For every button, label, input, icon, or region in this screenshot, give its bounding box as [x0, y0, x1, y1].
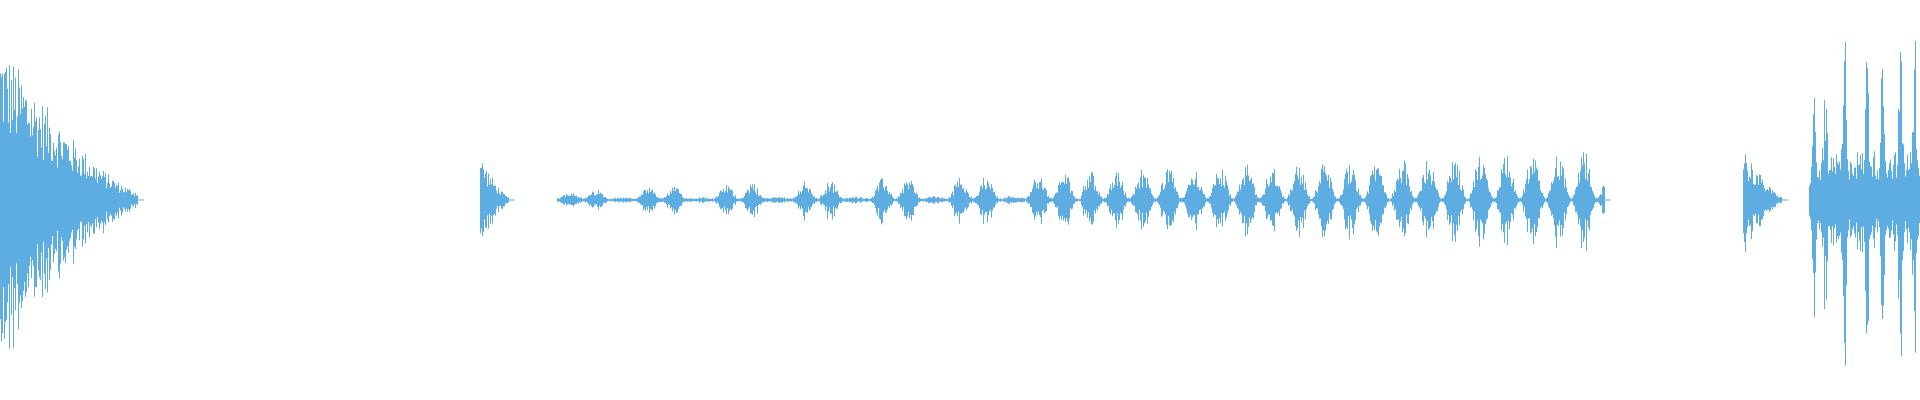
- waveform-segment-burst-end: [1809, 40, 1920, 366]
- waveform-segments: [0, 40, 1920, 366]
- waveform-segment-burst-start: [0, 65, 138, 349]
- waveform-segment-speech-long: [557, 152, 1605, 251]
- waveform-segment-click-2: [1743, 154, 1782, 252]
